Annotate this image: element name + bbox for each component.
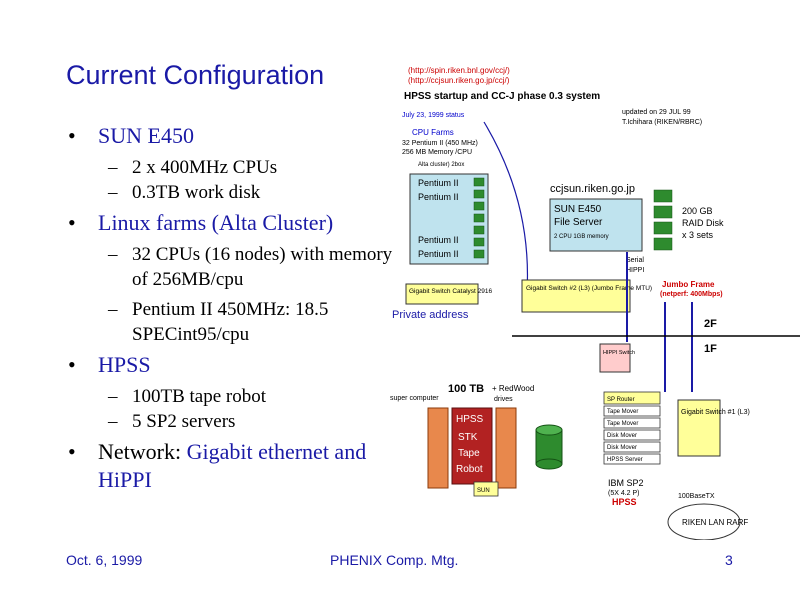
floor-2f: 2F bbox=[704, 318, 717, 330]
serial-label: Serial bbox=[626, 257, 644, 264]
url-riken: (http://ccjsun.riken.go.jp/ccj/) bbox=[408, 76, 510, 85]
sun-server-box bbox=[549, 198, 643, 252]
hpss-label: HPSS bbox=[612, 497, 637, 507]
footer-meeting: PHENIX Comp. Mtg. bbox=[330, 552, 459, 568]
jumbo-perf: (netperf: 400Mbps) bbox=[660, 291, 723, 298]
robot-hpss: HPSS bbox=[456, 414, 484, 425]
riken-lan-label: RIKEN LAN RARF bbox=[682, 518, 748, 527]
hippi-switch-label: HIPPI Switch bbox=[603, 350, 635, 356]
ibm-sp2-label: IBM SP2 bbox=[608, 478, 644, 488]
updated-date: updated on 29 JUL 99 bbox=[622, 109, 691, 116]
gig-switch-2 bbox=[521, 279, 631, 313]
link-curve bbox=[483, 121, 529, 293]
cpu-spec-1: 32 Pentium II (450 MHz) bbox=[402, 140, 478, 147]
jumbo-label: Jumbo Frame bbox=[662, 280, 715, 289]
file-server-label: File Server bbox=[554, 217, 603, 228]
status-date: July 23, 1999 status bbox=[402, 112, 465, 119]
sp2-node: Tape Mover bbox=[607, 409, 638, 415]
bullet-linux: •Linux farms (Alta Cluster) bbox=[68, 210, 334, 235]
sub-bullet: –0.3TB work disk bbox=[108, 182, 261, 203]
nic-label: 100BaseTX bbox=[678, 493, 715, 500]
bullet-network: •Network: Gigabit ethernet and HiPPI bbox=[68, 439, 367, 492]
sp2-node: Disk Mover bbox=[607, 433, 637, 439]
system-diagram: (http://spin.riken.bnl.gov/ccj/) (http:/… bbox=[390, 66, 800, 540]
pentium-label: Pentium II bbox=[418, 235, 459, 245]
sub-bullet: –2 x 400MHz CPUs bbox=[108, 157, 278, 178]
robot-tape: Tape bbox=[458, 448, 480, 459]
redwood-label: + RedWood bbox=[492, 384, 534, 393]
tape-robot bbox=[451, 407, 493, 485]
sub-bullet: –100TB tape robot bbox=[108, 386, 267, 407]
floor-1f: 1F bbox=[704, 343, 717, 355]
robot-stk: STK bbox=[458, 432, 478, 443]
hippi-switch bbox=[599, 343, 631, 373]
pentium-label: Pentium II bbox=[418, 192, 459, 202]
sp2-stack bbox=[603, 391, 661, 465]
sub-bullet: –Pentium II 450MHz: 18.5 SPECint95/cpu bbox=[108, 299, 329, 345]
sp2-node: Disk Mover bbox=[607, 445, 637, 451]
sub-bullet: –5 SP2 servers bbox=[108, 411, 236, 432]
raid-sets: x 3 sets bbox=[682, 230, 714, 240]
sun-small-box bbox=[473, 481, 499, 497]
gig-switch-2-label: Gigabit Switch #2 (L3) (Jumbo Frame MTU) bbox=[526, 285, 652, 292]
sun-spec-label: 2 CPU 1GB memory bbox=[554, 234, 609, 240]
url-bnl: (http://spin.riken.bnl.gov/ccj/) bbox=[408, 66, 510, 75]
tape-size: 100 TB bbox=[448, 383, 484, 395]
bullet-sun: •SUN E450 bbox=[68, 123, 194, 148]
footer-page-number: 3 bbox=[725, 552, 733, 568]
sp2-nodes-label: (5X 4.2 P) bbox=[608, 490, 640, 497]
diagram-heading: HPSS startup and CC-J phase 0.3 system bbox=[404, 91, 600, 102]
private-address-label: Private address bbox=[392, 309, 469, 321]
gig-switch-1-label: Gigabit Switch #1 (L3) bbox=[681, 409, 750, 416]
cpu-farms-label: CPU Farms bbox=[412, 128, 454, 137]
bullet-hpss: •HPSS bbox=[68, 352, 151, 377]
author: T.Ichihara (RIKEN/RBRC) bbox=[622, 119, 702, 126]
hippi-label: HIPPI bbox=[626, 267, 644, 274]
pentium-label: Pentium II bbox=[418, 249, 459, 259]
riken-lan-cloud bbox=[667, 503, 741, 540]
sub-bullet: –32 CPUs (16 nodes) with memory of 256MB… bbox=[108, 244, 393, 290]
raid-label: RAID Disk bbox=[682, 218, 724, 228]
disk-cylinder bbox=[535, 424, 563, 470]
sun-small-label: SUN bbox=[477, 488, 490, 494]
slide-title: Current Configuration bbox=[66, 60, 325, 90]
cpu-spec-2: 256 MB Memory /CPU bbox=[402, 149, 472, 156]
host-label: ccjsun.riken.go.jp bbox=[550, 183, 635, 195]
disk-size: 200 GB bbox=[682, 206, 713, 216]
sp2-node: HPSS Server bbox=[607, 457, 643, 463]
sp2-node: SP Router bbox=[607, 397, 635, 403]
node-icons bbox=[473, 177, 485, 259]
alta-label: Alta cluster) 2box bbox=[418, 162, 464, 168]
super-computer-label: super computer bbox=[390, 395, 439, 402]
tape-cabinet bbox=[427, 407, 449, 489]
bullet-list: •SUN E450 –2 x 400MHz CPUs –0.3TB work d… bbox=[66, 118, 396, 494]
robot-label: Robot bbox=[456, 464, 483, 475]
sun-e450-label: SUN E450 bbox=[554, 204, 602, 215]
pentium-label: Pentium II bbox=[418, 178, 459, 188]
sp2-node: Tape Mover bbox=[607, 421, 638, 427]
drives-label: drives bbox=[494, 396, 513, 403]
raid-disks bbox=[653, 189, 673, 251]
cisco-switch-label: Gigabit Switch Catalyst 2916 bbox=[409, 288, 492, 295]
gig-switch-1 bbox=[677, 399, 721, 457]
cisco-switch bbox=[405, 283, 479, 305]
footer-date: Oct. 6, 1999 bbox=[66, 552, 143, 568]
tape-cabinet bbox=[495, 407, 517, 489]
